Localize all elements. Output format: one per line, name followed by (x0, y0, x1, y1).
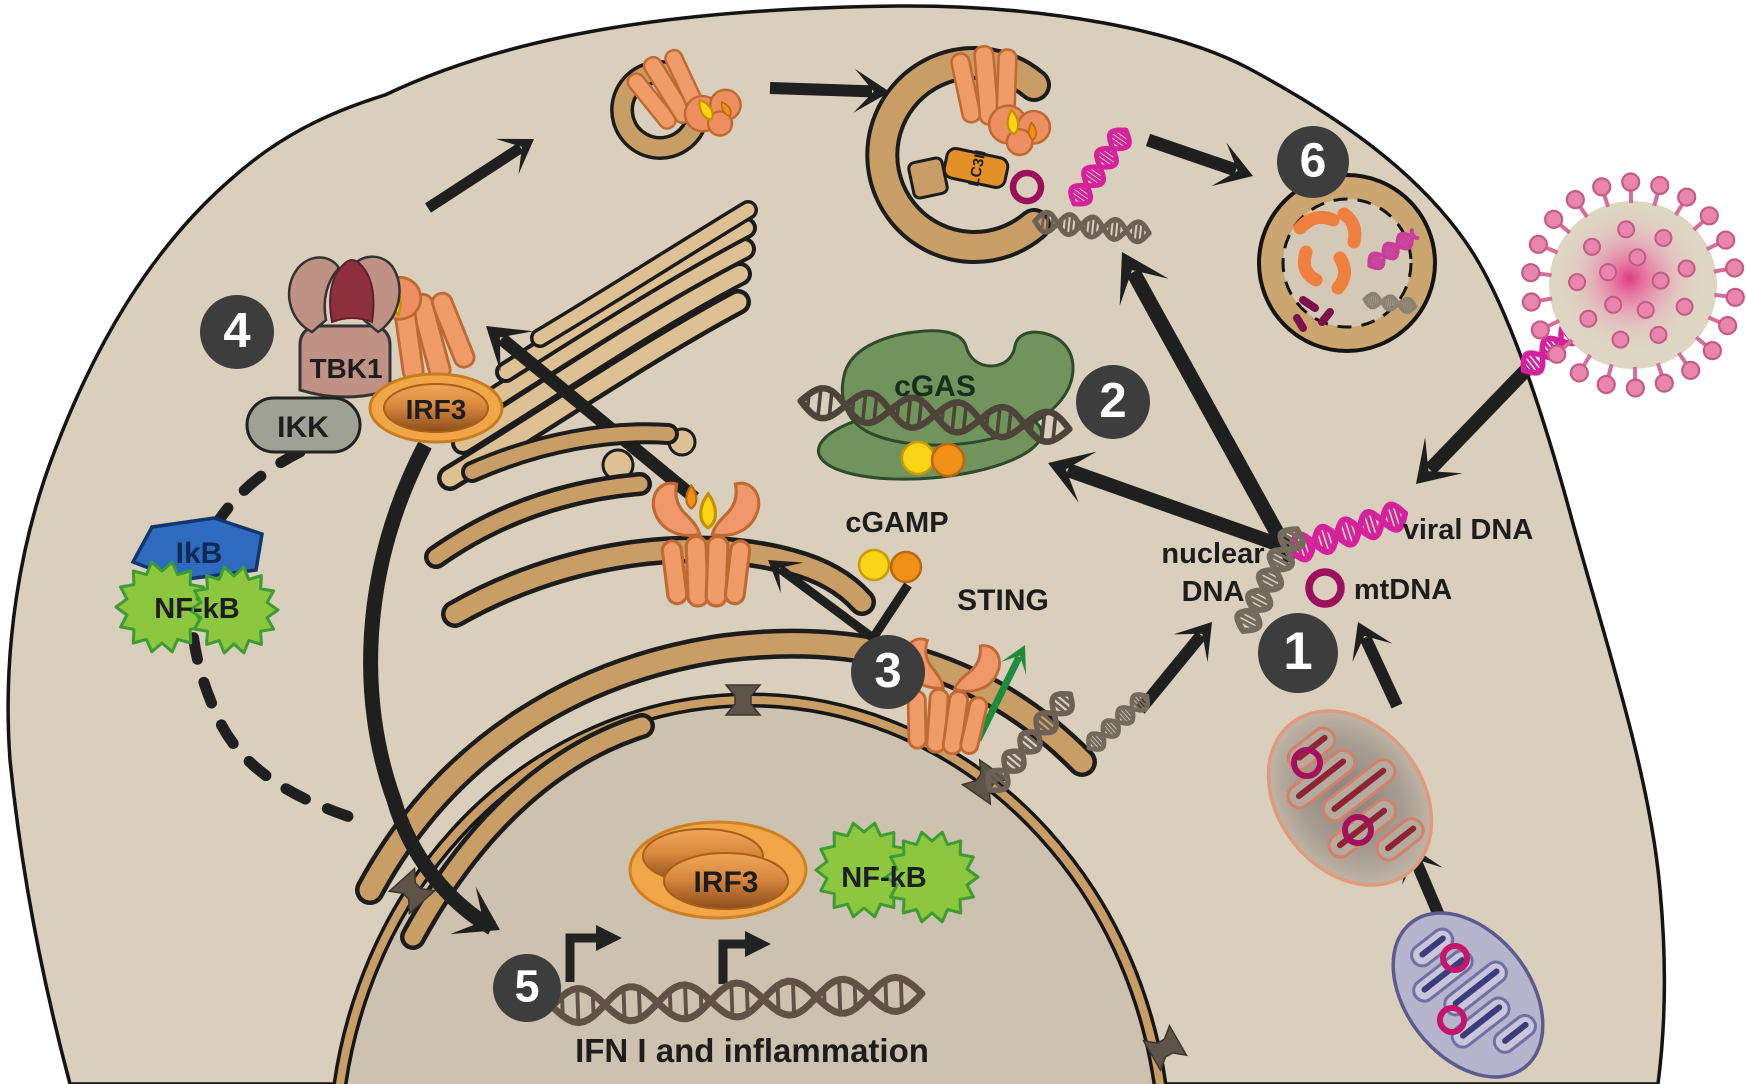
dna-helix (1086, 692, 1150, 752)
mitochondrion-healthy (1391, 911, 1545, 1079)
virus-spike (1528, 234, 1548, 254)
dna-helix (1362, 291, 1418, 315)
nfkb-cytoplasm-label: NF-kB (154, 593, 239, 625)
mtdna-circle (1305, 568, 1345, 608)
dna-helix (1367, 228, 1420, 271)
virus-spike (1530, 320, 1550, 340)
step-number: 6 (1300, 134, 1327, 187)
virus-spike (1681, 360, 1701, 380)
virus-spike (1718, 316, 1738, 336)
sting-dimer (651, 481, 761, 608)
irf3-cytoplasm (368, 372, 504, 444)
mtdna-label: mtDNA (1354, 574, 1452, 606)
ikb-label: IkB (176, 537, 223, 570)
virus-spike (1724, 258, 1745, 278)
mtdna-ring (1291, 747, 1323, 779)
tbk1-kinase (287, 255, 401, 399)
nfkb-nucleus-label: NF-kB (841, 862, 926, 894)
dna-helix (797, 385, 1073, 445)
cgamp-molecule (857, 548, 923, 584)
golgi-apparatus (437, 200, 758, 491)
virus-spike (1650, 175, 1670, 196)
viral-dna-label: viral DNA (1403, 514, 1534, 546)
step-badge-6: 6 (1277, 126, 1349, 198)
step-badge-5: 5 (493, 954, 561, 1022)
dna-helix (1234, 526, 1306, 634)
step-badge-4: 4 (200, 295, 274, 369)
step-badge-2: 2 (1076, 365, 1150, 439)
virus-spike (1521, 263, 1541, 283)
trafficking-arrows (424, 68, 890, 504)
virus-spike (1521, 292, 1542, 312)
virus-spike (1544, 209, 1564, 229)
nfkb-cytoplasm (114, 560, 280, 655)
proteins (351, 44, 1052, 756)
nuclear-pore (724, 684, 762, 716)
sting-label: STING (957, 584, 1049, 617)
step-number: 5 (514, 961, 539, 1012)
ikk-label: IKK (277, 411, 329, 444)
dna-helix (548, 973, 926, 1027)
step-badge-3: 3 (851, 635, 925, 709)
irf3-nucleus (628, 820, 808, 920)
step-number: 4 (223, 304, 250, 358)
virus-spike (1565, 190, 1585, 210)
step-number: 2 (1099, 374, 1126, 428)
nfkb-nucleus (814, 821, 980, 924)
mtdna-ring (1437, 1005, 1467, 1035)
step-badges: 1 2 3 4 5 6 (200, 126, 1349, 1022)
virus-spike (1699, 206, 1719, 226)
mtdna-circle (1009, 169, 1045, 205)
cgamp-label: cGAMP (845, 507, 948, 539)
nuclear-dna-label-line1: nuclear (1161, 538, 1264, 570)
dna-helix (985, 691, 1075, 793)
virus-particle (1521, 172, 1745, 398)
ikk-kinase (245, 396, 362, 454)
cgas-label: cGAS (894, 370, 976, 403)
nuclear-pore (387, 866, 437, 916)
virus-spike (1596, 374, 1616, 395)
virus-spike (1625, 378, 1645, 398)
step-number: 3 (874, 644, 901, 698)
tbk1-label: TBK1 (309, 353, 382, 384)
cgas-enzyme (797, 329, 1075, 481)
step-number: 1 (1283, 622, 1312, 681)
virus-spike (1547, 344, 1567, 364)
dna-helix (1068, 127, 1132, 207)
dna-helix (1032, 209, 1152, 245)
autolysosome (1257, 173, 1437, 353)
virus-spike (1592, 177, 1612, 197)
nuclear-pore (960, 758, 1010, 806)
virus-spike (1677, 187, 1697, 207)
mtdna-ring (1440, 943, 1470, 973)
text-labels: cGAS cGAMP STING TBK1 IKK IRF3 IkB NF-kB… (154, 353, 1533, 1069)
nuclear-pore (1142, 1024, 1188, 1072)
transcription-arrows (565, 925, 771, 984)
degraded-contents (1293, 207, 1420, 332)
nucleus-contents (548, 820, 980, 1027)
virus-spike (1654, 373, 1674, 393)
mitochondrion-stressed (1266, 709, 1434, 887)
ifn-caption: IFN I and inflammation (575, 1032, 929, 1069)
lc3ii-tag: LC3II (907, 147, 1010, 200)
mtdna-ring (1342, 814, 1374, 846)
translocation-arrows (186, 441, 500, 935)
virus-spike (1621, 172, 1641, 192)
step-badge-1: 1 (1258, 613, 1338, 693)
virus-spike (1569, 363, 1589, 383)
virus-spike (1716, 230, 1736, 250)
virus-spike (1702, 341, 1722, 361)
irf3-nucleus-label: IRF3 (693, 866, 758, 899)
sting-oligomer (950, 44, 1052, 157)
sting-oligomer (626, 48, 742, 137)
cgamp-orange-dot (930, 442, 966, 478)
nuclear-pores (387, 684, 1188, 1072)
virus-spike (1725, 287, 1745, 307)
cgamp-yellow-dot (900, 440, 936, 476)
irf3-cytoplasm-label: IRF3 (406, 394, 467, 425)
nuclear-dna-label-line2: DNA (1182, 576, 1245, 608)
signal-arrows (768, 133, 1534, 937)
